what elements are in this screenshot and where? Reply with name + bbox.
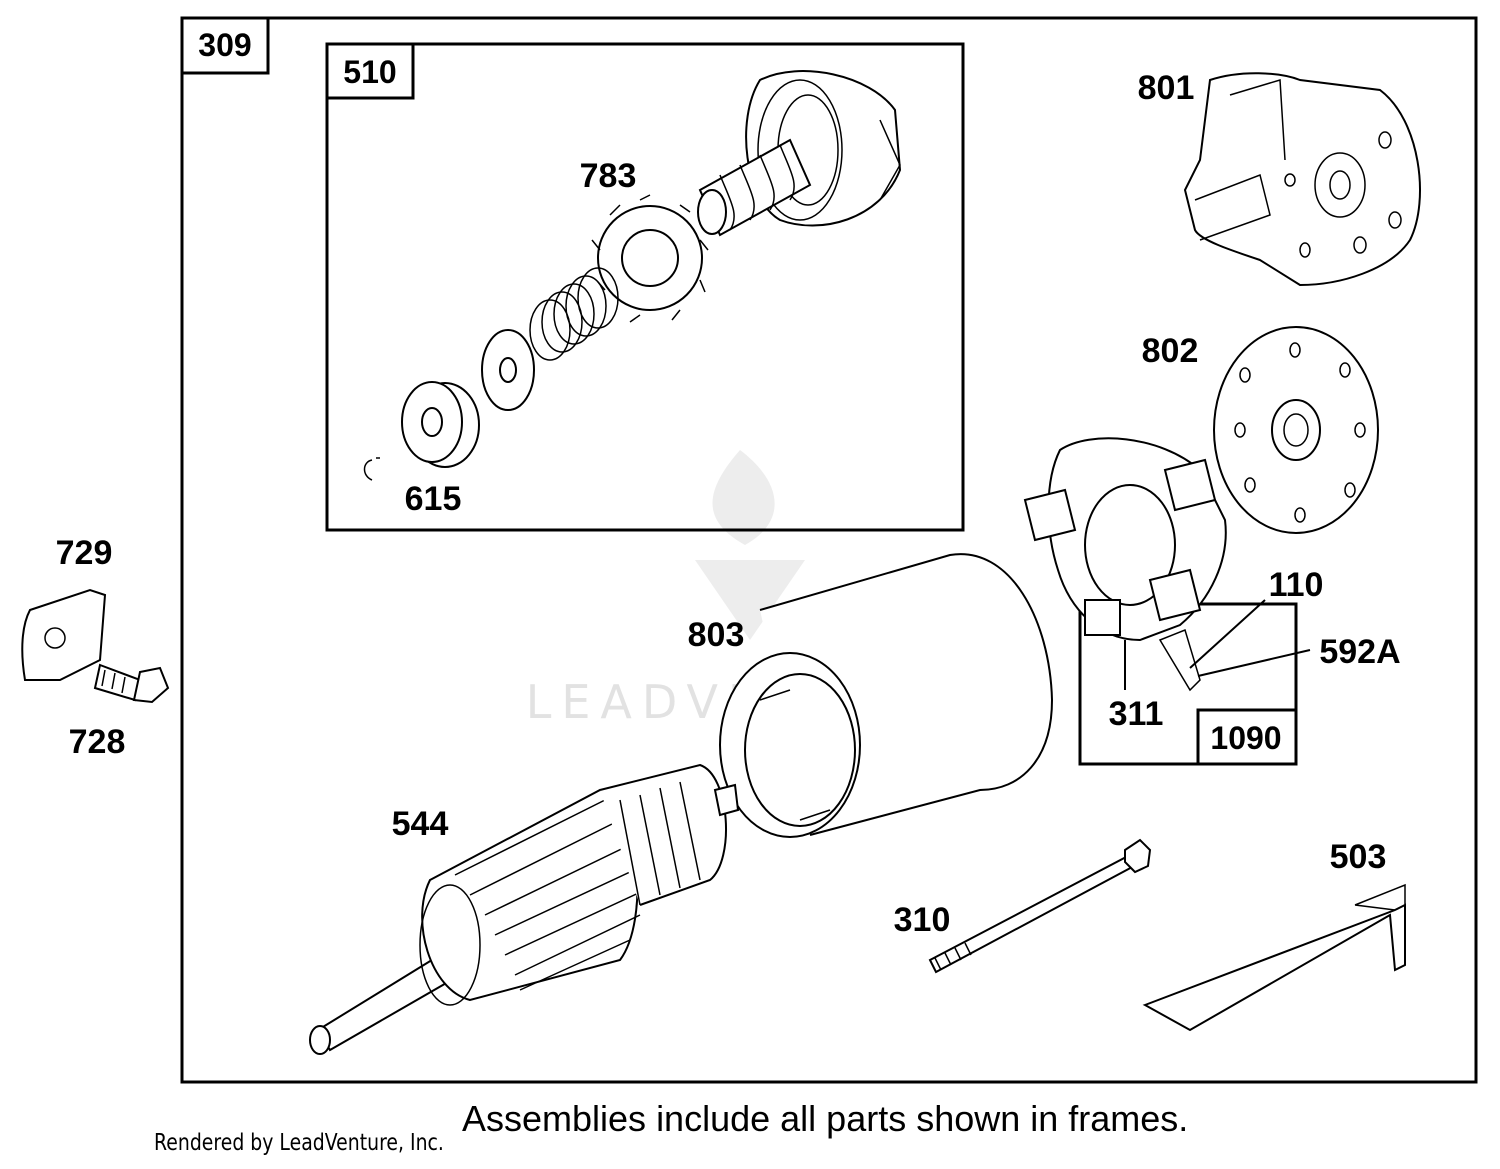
- part-label-783: 783: [580, 157, 637, 195]
- part-label-503: 503: [1330, 838, 1387, 876]
- frame-510-label: 510: [343, 54, 396, 90]
- frame-510: [325, 42, 965, 532]
- pinion-gear: [591, 194, 709, 323]
- part-label-311: 311: [1109, 695, 1164, 733]
- frame-1090-tag: [1196, 708, 1298, 766]
- assemblies-note: Assemblies include all parts shown in fr…: [462, 1098, 1189, 1139]
- leader-110: [1189, 599, 1266, 669]
- frame-309-label: 309: [198, 27, 251, 63]
- part-label-729: 729: [56, 534, 113, 572]
- frame-309-tag: [180, 16, 270, 75]
- rendered-by-credit: Rendered by LeadVenture, Inc.: [154, 1130, 444, 1156]
- armature: [309, 763, 740, 1055]
- brush-holder: [1023, 437, 1227, 692]
- part-label-615: 615: [405, 480, 462, 518]
- part-label-728: 728: [69, 723, 126, 761]
- stop-collar: [401, 381, 480, 468]
- washer: [481, 329, 535, 411]
- part-label-110: 110: [1269, 566, 1324, 604]
- spring: [529, 267, 619, 361]
- frame-510-tag: [325, 42, 415, 100]
- v-logo-icon: [695, 560, 805, 640]
- motor-housing: [719, 553, 1054, 838]
- bracket: [1142, 883, 1406, 1032]
- part-label-592a: 592A: [1319, 633, 1400, 671]
- leader-592a: [1197, 649, 1311, 677]
- clip-729: [21, 588, 107, 681]
- part-label-801: 801: [1138, 69, 1195, 107]
- screw-728: [93, 663, 170, 704]
- end-cap: [1183, 72, 1421, 287]
- part-label-544: 544: [392, 805, 449, 843]
- thru-bolt: [928, 838, 1152, 974]
- retaining-ring: [363, 457, 380, 481]
- helix-shaft: [697, 138, 812, 237]
- frame-309: [180, 16, 1478, 1084]
- frame-1090-label: 1090: [1210, 720, 1281, 756]
- part-label-310: 310: [894, 901, 951, 939]
- part-label-802: 802: [1142, 332, 1199, 370]
- part-label-803: 803: [688, 616, 745, 654]
- plate-802: [1213, 326, 1379, 534]
- flame-logo-icon: [712, 450, 775, 545]
